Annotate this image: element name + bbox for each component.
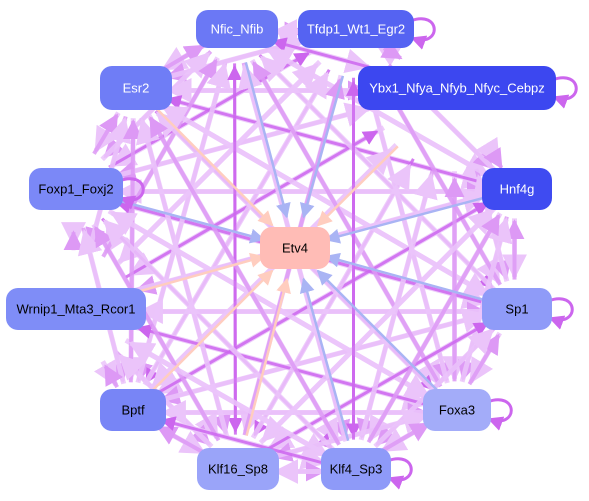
- edge-tfdp1-to-etv4: [299, 75, 345, 219]
- edge-klf16-to-nfic: [227, 65, 243, 435]
- node-nfic[interactable]: Nfic_Nfib: [196, 10, 278, 48]
- node-esr2-label: Esr2: [123, 80, 150, 95]
- edge-ybx1-to-hnf4g: [476, 136, 501, 165]
- node-hnf4g-box: [482, 168, 552, 210]
- edge-klf4-to-foxa3: [379, 421, 431, 454]
- edge-klf4-to-hnf4g: [366, 213, 501, 444]
- edge-esr2-to-nfic: [159, 44, 205, 73]
- node-bptf-label: Bptf: [121, 402, 145, 417]
- node-klf16-label: Klf16_Sp8: [208, 461, 268, 476]
- node-etv4[interactable]: Etv4: [260, 227, 330, 269]
- node-ybx1-box: [358, 66, 556, 110]
- node-klf16-box: [197, 448, 279, 490]
- node-klf4-label: Klf4_Sp3: [330, 461, 383, 476]
- edge-klf16-to-foxp1: [93, 225, 221, 442]
- self-loop-klf4: [386, 457, 413, 490]
- node-hnf4g-label: Hnf4g: [500, 181, 535, 196]
- node-tfdp1-box: [298, 10, 414, 48]
- node-wrnip1[interactable]: Wrnip1_Mta3_Rcor1: [6, 288, 146, 330]
- edge-klf4-to-wrnip1: [128, 340, 331, 459]
- node-hnf4g[interactable]: Hnf4g: [482, 168, 552, 210]
- self-loop-sp1: [547, 297, 574, 330]
- node-foxa3[interactable]: Foxa3: [423, 389, 491, 431]
- edge-klf4-to-etv4: [299, 277, 350, 442]
- self-loop-foxp1: [118, 177, 145, 210]
- node-bptf[interactable]: Bptf: [100, 389, 166, 431]
- node-etv4-label: Etv4: [282, 240, 308, 255]
- node-nfic-box: [196, 10, 278, 48]
- node-sp1-box: [482, 288, 552, 330]
- node-wrnip1-label: Wrnip1_Mta3_Rcor1: [17, 301, 136, 316]
- node-wrnip1-box: [6, 288, 146, 330]
- self-loop-tfdp1: [409, 17, 436, 50]
- node-klf4-box: [321, 448, 391, 490]
- node-etv4-box: [260, 227, 330, 269]
- edge-hnf4g-to-ybx1: [483, 147, 504, 170]
- edge-ybx1-to-etv4: [316, 145, 399, 227]
- edge-ybx1-to-nfic: [271, 37, 377, 71]
- node-foxp1-label: Foxp1_Foxj2: [38, 181, 113, 196]
- node-esr2[interactable]: Esr2: [100, 66, 172, 110]
- self-loop-ybx1: [551, 76, 578, 109]
- node-foxa3-box: [423, 389, 491, 431]
- node-nfic-label: Nfic_Nfib: [211, 21, 264, 36]
- edge-foxa3-to-tfdp1: [360, 78, 450, 384]
- node-sp1-label: Sp1: [505, 301, 528, 316]
- node-ybx1-label: Ybx1_Nfya_Nfyb_Nfyc_Cebpz: [369, 80, 545, 95]
- node-foxa3-label: Foxa3: [439, 402, 475, 417]
- edge-klf16-to-hnf4g: [258, 208, 495, 445]
- self-loop-layer: [118, 17, 578, 490]
- node-tfdp1[interactable]: Tfdp1_Wt1_Egr2: [298, 10, 414, 48]
- edge-sp1-to-etv4: [324, 252, 490, 303]
- edge-foxa3-to-wrnip1: [136, 324, 430, 407]
- node-foxp1[interactable]: Foxp1_Foxj2: [29, 168, 123, 210]
- edge-klf4-to-foxp1: [103, 219, 336, 452]
- node-klf16[interactable]: Klf16_Sp8: [197, 448, 279, 490]
- edge-foxp1-to-etv4: [113, 198, 266, 244]
- edge-wrnip1-to-etv4: [132, 252, 266, 295]
- edge-klf4-to-bptf: [160, 416, 328, 466]
- edge-ybx1-to-tfdp1: [380, 40, 403, 60]
- node-tfdp1-label: Tfdp1_Wt1_Egr2: [307, 21, 405, 36]
- self-loop-foxa3: [486, 398, 513, 431]
- edge-foxa3-to-etv4: [316, 269, 438, 391]
- edge-layer: [61, 19, 527, 484]
- edge-nfic-to-etv4: [244, 61, 291, 219]
- edge-klf16-to-etv4: [245, 277, 291, 437]
- node-esr2-box: [100, 66, 172, 110]
- edge-foxa3-to-nfic: [251, 61, 443, 388]
- edge-esr2-to-etv4: [156, 108, 274, 227]
- edge-bptf-to-wrnip1: [103, 364, 124, 389]
- node-klf4[interactable]: Klf4_Sp3: [321, 448, 391, 490]
- edge-klf4-to-ybx1: [358, 172, 438, 441]
- edge-hnf4g-to-etv4: [324, 195, 489, 244]
- edge-bptf-to-etv4: [151, 269, 274, 392]
- node-foxp1-box: [29, 168, 123, 210]
- edge-klf4-to-esr2: [148, 116, 341, 446]
- edge-bptf-to-ybx1: [149, 148, 393, 391]
- node-ybx1[interactable]: Ybx1_Nfya_Nfyb_Nfyc_Cebpz: [358, 66, 556, 110]
- node-sp1[interactable]: Sp1: [482, 288, 552, 330]
- edge-bptf-to-hnf4g: [155, 201, 490, 396]
- edge-klf16-to-bptf: [156, 425, 208, 457]
- node-bptf-box: [100, 389, 166, 431]
